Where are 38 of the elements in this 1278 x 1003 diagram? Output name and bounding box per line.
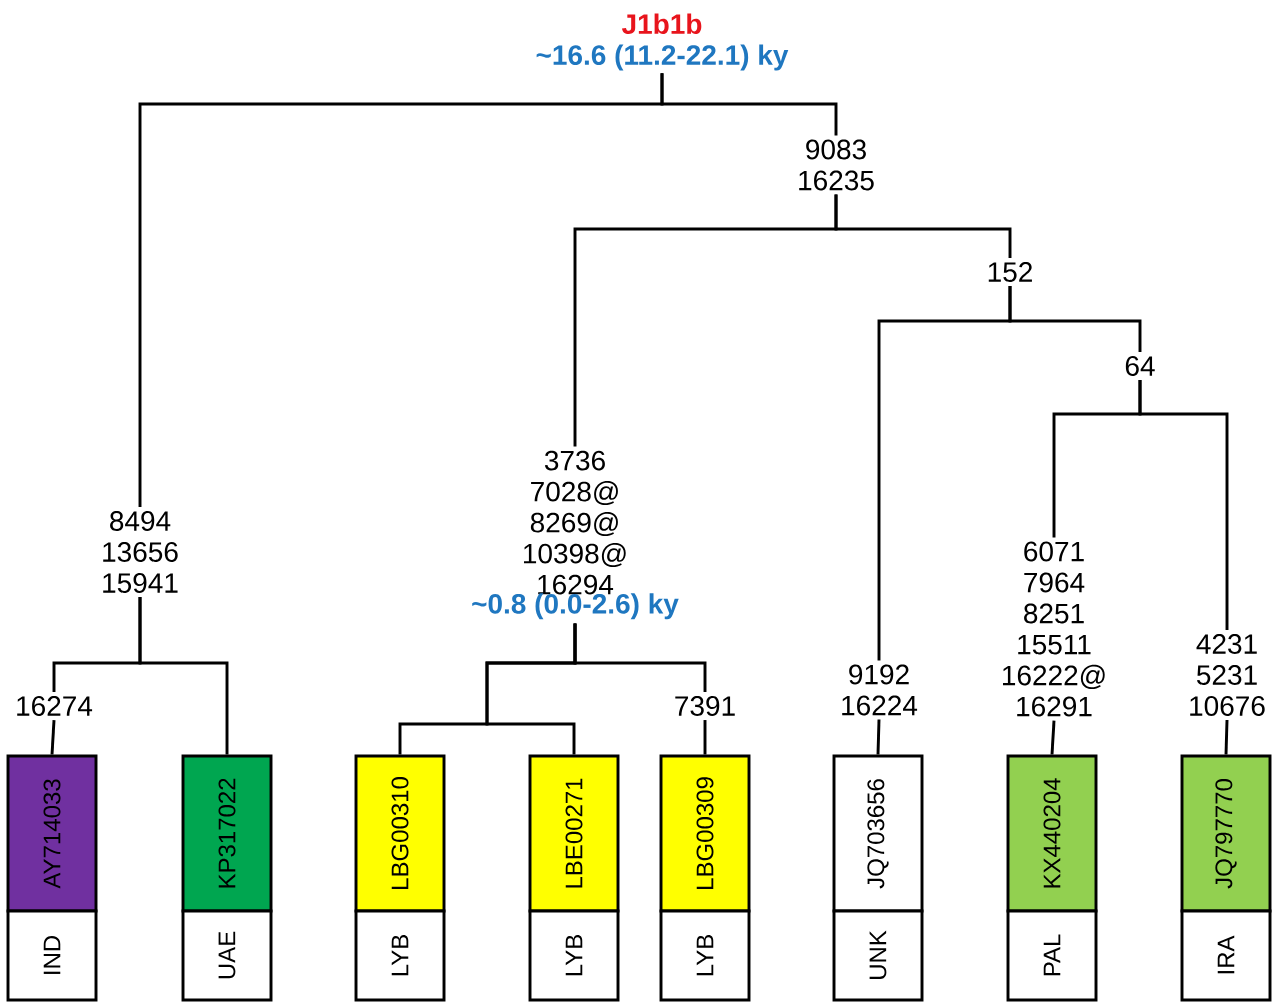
population-box: LYB xyxy=(659,909,751,1002)
population-box: UAE xyxy=(181,909,273,1002)
population-box: UNK xyxy=(832,909,924,1002)
sample-box: AY714033 xyxy=(6,754,98,913)
tree-branch xyxy=(138,597,229,755)
tree-branch xyxy=(138,73,664,507)
tree-branch xyxy=(1224,720,1229,755)
mutation-label: 7391 xyxy=(675,696,735,716)
sample-box: KX440204 xyxy=(1006,754,1098,913)
population-box: IND xyxy=(6,909,98,1002)
tree-branch xyxy=(877,286,1012,661)
tree-branch xyxy=(1050,720,1056,755)
mutation-label: 9192 16224 xyxy=(842,664,918,716)
mutation-label: 152 xyxy=(988,262,1032,282)
population-box: LYB xyxy=(354,909,446,1002)
sample-box: LBE00271 xyxy=(528,754,620,913)
sample-box: JQ797770 xyxy=(1180,754,1272,913)
tree-branch xyxy=(1138,380,1229,630)
sample-box: JQ703656 xyxy=(832,754,924,913)
tree-branch xyxy=(703,720,707,755)
population-box: LYB xyxy=(528,909,620,1002)
population-box: IRA xyxy=(1180,909,1272,1002)
population-box: PAL xyxy=(1006,909,1098,1002)
tree-branch xyxy=(876,719,881,755)
sample-box: KP317022 xyxy=(181,754,273,913)
tree-branch xyxy=(573,194,838,447)
mutation-label: 4231 5231 10676 xyxy=(1190,634,1265,716)
mutation-label: 6071 7964 8251 15511 16222@ 16291 xyxy=(1003,541,1105,717)
mutation-label: 64 xyxy=(1125,356,1155,376)
mutation-label: 3736 7028@ 8269@ 10398@ 16294 ~0.8 (0.0-2.6) ky xyxy=(472,450,679,620)
sample-box: LBG00310 xyxy=(354,754,446,913)
tree-branch xyxy=(573,623,707,692)
mutation-label: 8494 13656 15941 xyxy=(103,511,178,593)
mutation-label: 16274 xyxy=(17,696,93,716)
mutation-label: 9083 16235 xyxy=(799,139,874,191)
sample-box: LBG00309 xyxy=(659,754,751,913)
tree-branch xyxy=(50,719,56,755)
clade-label: J1b1b ~16.6 (11.2-22.1) ky xyxy=(536,13,789,71)
